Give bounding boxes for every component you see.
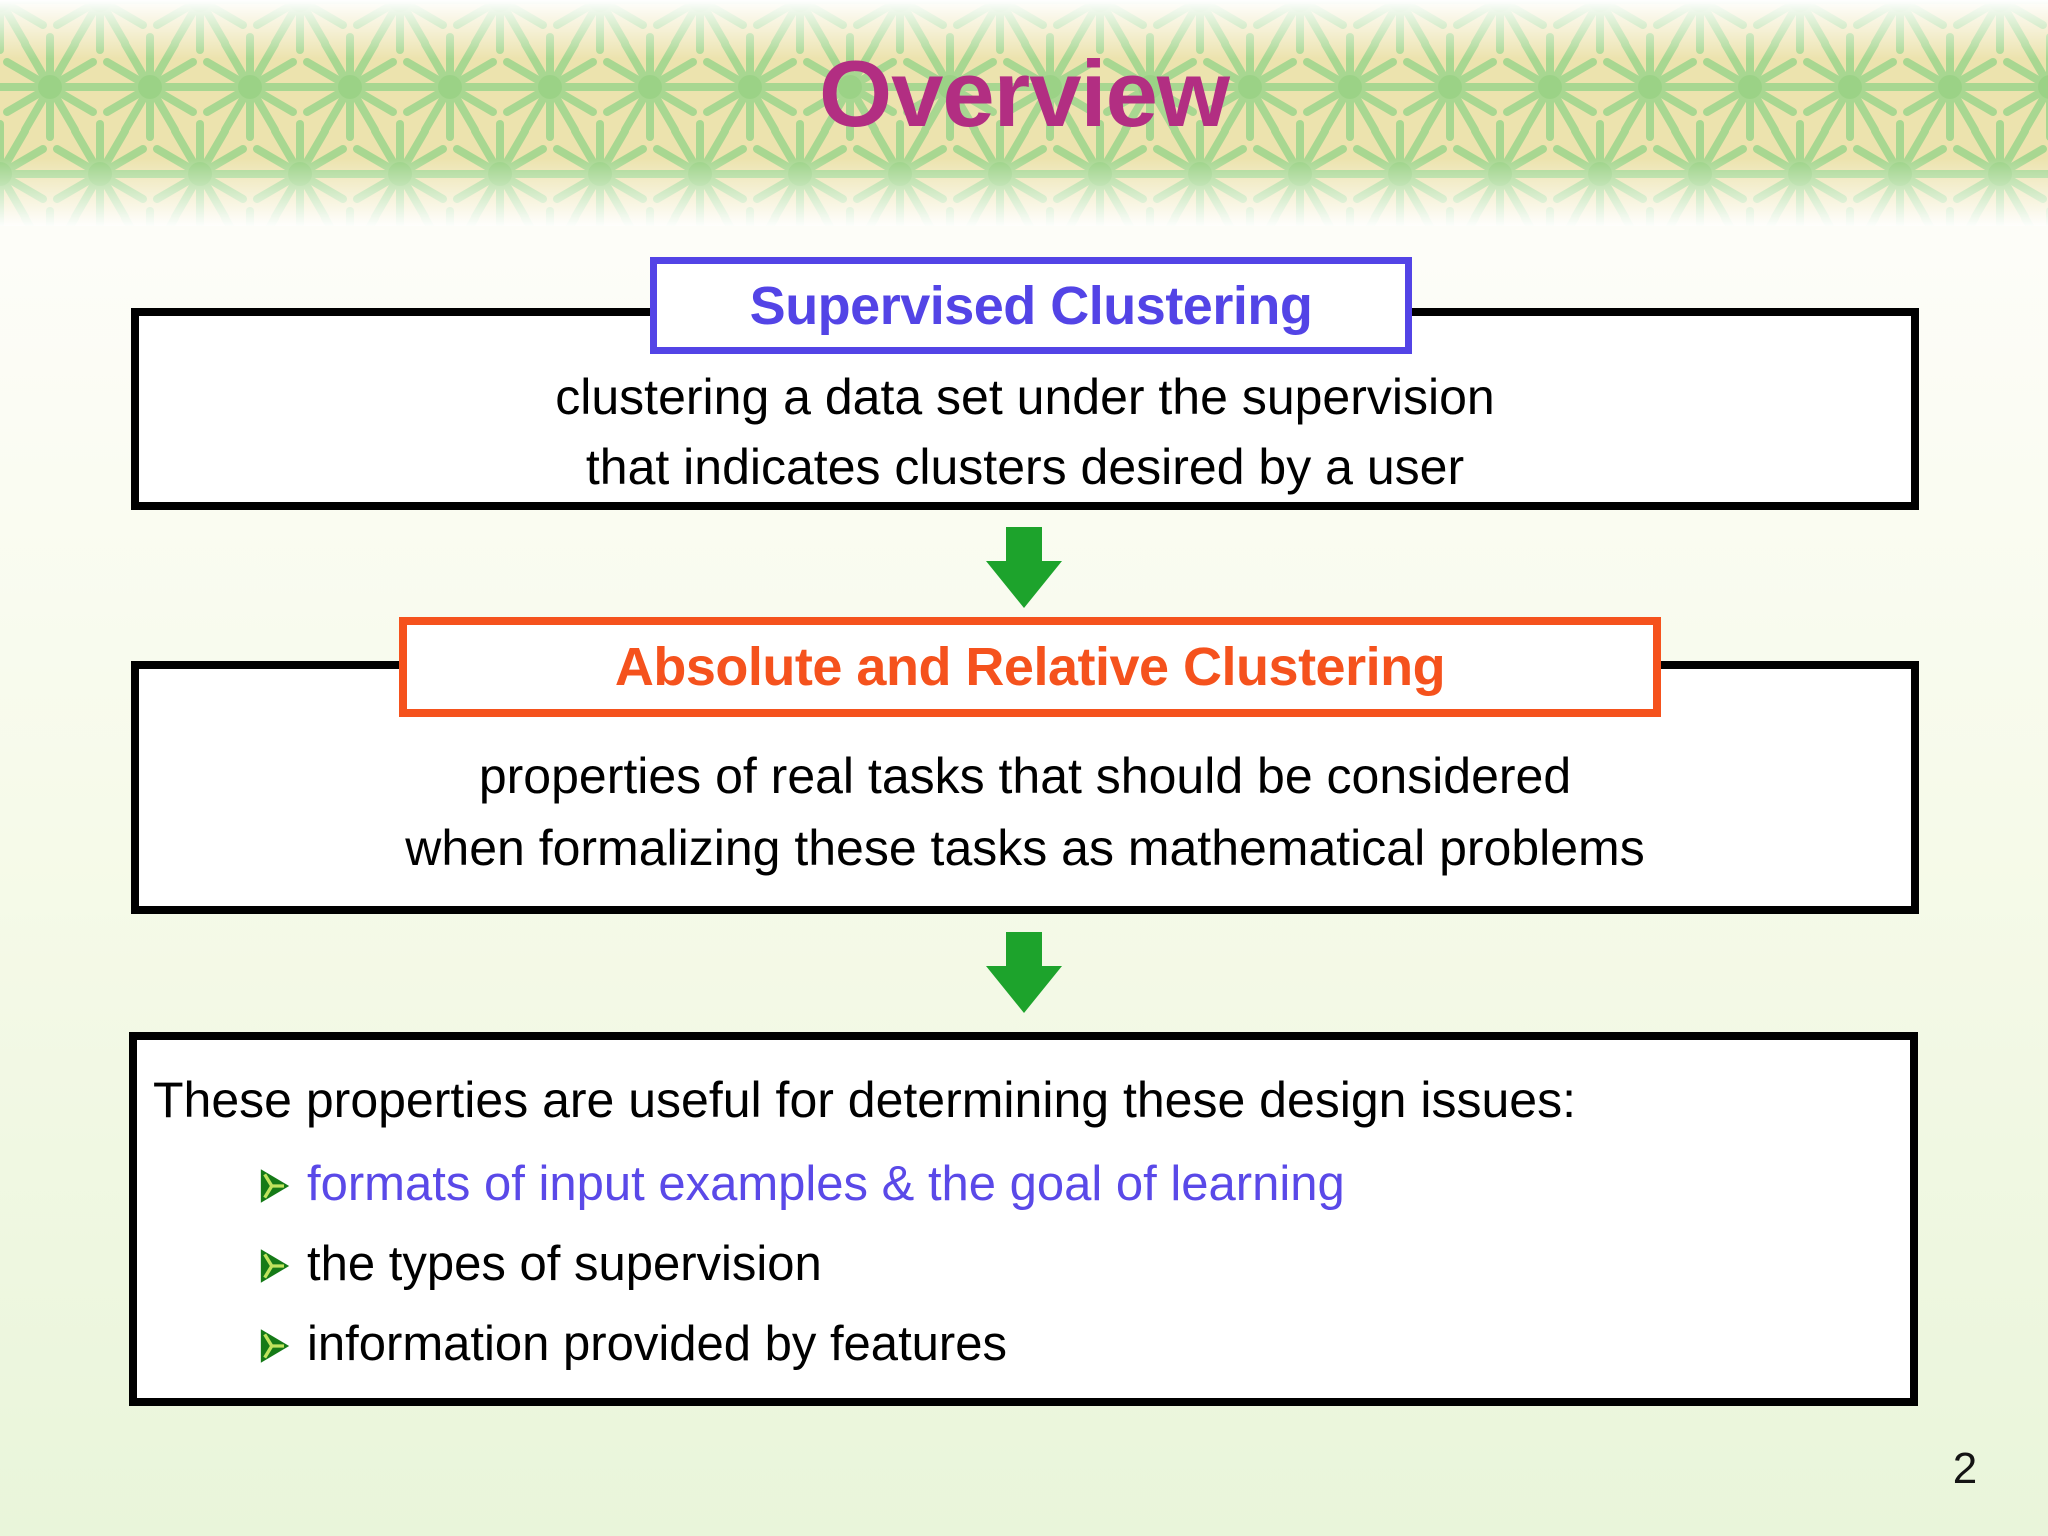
supervised-clustering-box [131, 308, 1919, 510]
supervised-clustering-description: clustering a data set under the supervis… [131, 362, 1919, 502]
design-issues-intro: These properties are useful for determin… [153, 1072, 1576, 1128]
triangle-bullet-icon [260, 1169, 290, 1203]
bullet-text: the types of supervision [307, 1237, 822, 1291]
list-item: information provided by features [259, 1304, 1909, 1384]
down-arrow-icon [986, 527, 1062, 608]
slide-title: Overview [818, 41, 1230, 146]
box1-line-1: clustering a data set under the supervis… [555, 369, 1495, 425]
absolute-relative-clustering-heading: Absolute and Relative Clustering [399, 617, 1661, 717]
box2-line-2: when formalizing these tasks as mathemat… [405, 820, 1645, 876]
list-item: formats of input examples & the goal of … [259, 1144, 1909, 1224]
bullet-text: information provided by features [307, 1317, 1007, 1371]
bullet-text: formats of input examples & the goal of … [307, 1157, 1345, 1211]
absolute-relative-clustering-description: properties of real tasks that should be … [131, 740, 1919, 884]
banner-fade [0, 0, 2048, 226]
triangle-bullet-icon [260, 1329, 290, 1363]
title-banner: Overview [0, 0, 2048, 226]
supervised-clustering-heading: Supervised Clustering [650, 257, 1412, 354]
page-number: 2 [1952, 1444, 1978, 1493]
triangle-bullet-icon [260, 1249, 290, 1283]
down-arrow-icon [986, 932, 1062, 1013]
box2-line-1: properties of real tasks that should be … [478, 748, 1572, 804]
design-issues-content: These properties are useful for determin… [137, 1040, 1909, 1384]
list-item: the types of supervision [259, 1224, 1909, 1304]
design-issues-list: formats of input examples & the goal of … [259, 1144, 1909, 1384]
box1-line-2: that indicates clusters desired by a use… [585, 439, 1465, 495]
design-issues-box [129, 1032, 1918, 1406]
